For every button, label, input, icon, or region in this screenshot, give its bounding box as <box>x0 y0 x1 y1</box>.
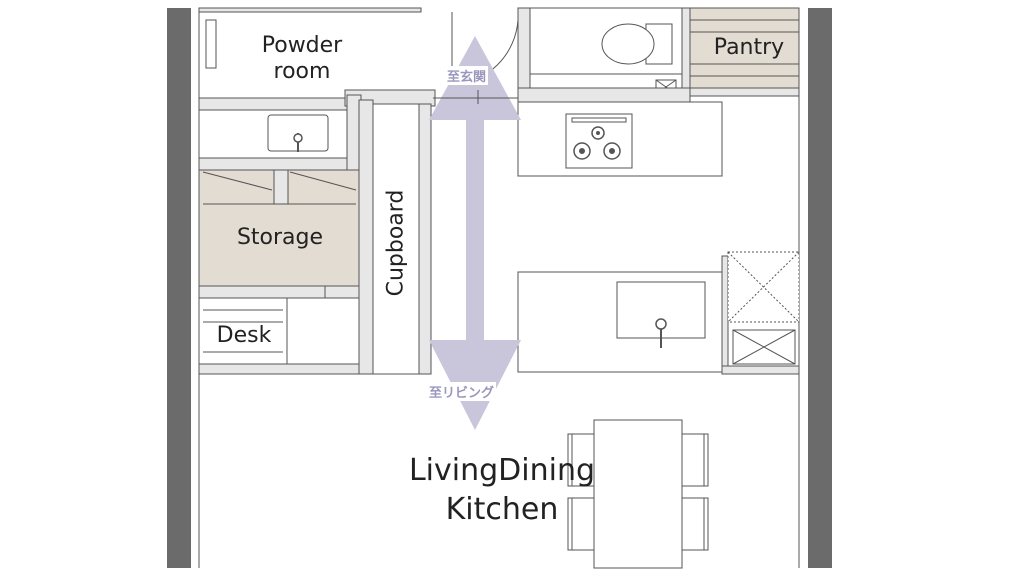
chair <box>567 433 595 487</box>
chair <box>681 497 709 551</box>
chair <box>681 433 709 487</box>
storage <box>198 169 360 299</box>
toilet-room <box>451 7 691 103</box>
left-exterior-wall <box>167 8 191 568</box>
ldk-label-line2: Kitchen <box>445 492 559 527</box>
chair <box>567 497 595 551</box>
circulation-arrow <box>429 36 521 430</box>
right-exterior-wall <box>808 8 832 568</box>
storage-label: Storage <box>236 225 324 250</box>
sink-counter <box>517 255 729 373</box>
powder-room-label: Powder room <box>261 33 343 84</box>
ldk-label-line1: LivingDining <box>408 453 596 488</box>
refrigerator-space <box>721 251 800 375</box>
gas-stove <box>565 113 633 169</box>
cupboard-label: Cupboard <box>383 189 409 297</box>
pantry-label: Pantry <box>713 35 785 60</box>
cupboard <box>358 99 374 375</box>
to-living-label: 至リビング <box>427 382 497 401</box>
pantry <box>689 7 800 97</box>
dining-table <box>567 419 709 569</box>
stove-counter <box>517 101 723 177</box>
desk-label: Desk <box>205 323 283 349</box>
to-entrance-label: 至玄関 <box>445 66 489 85</box>
